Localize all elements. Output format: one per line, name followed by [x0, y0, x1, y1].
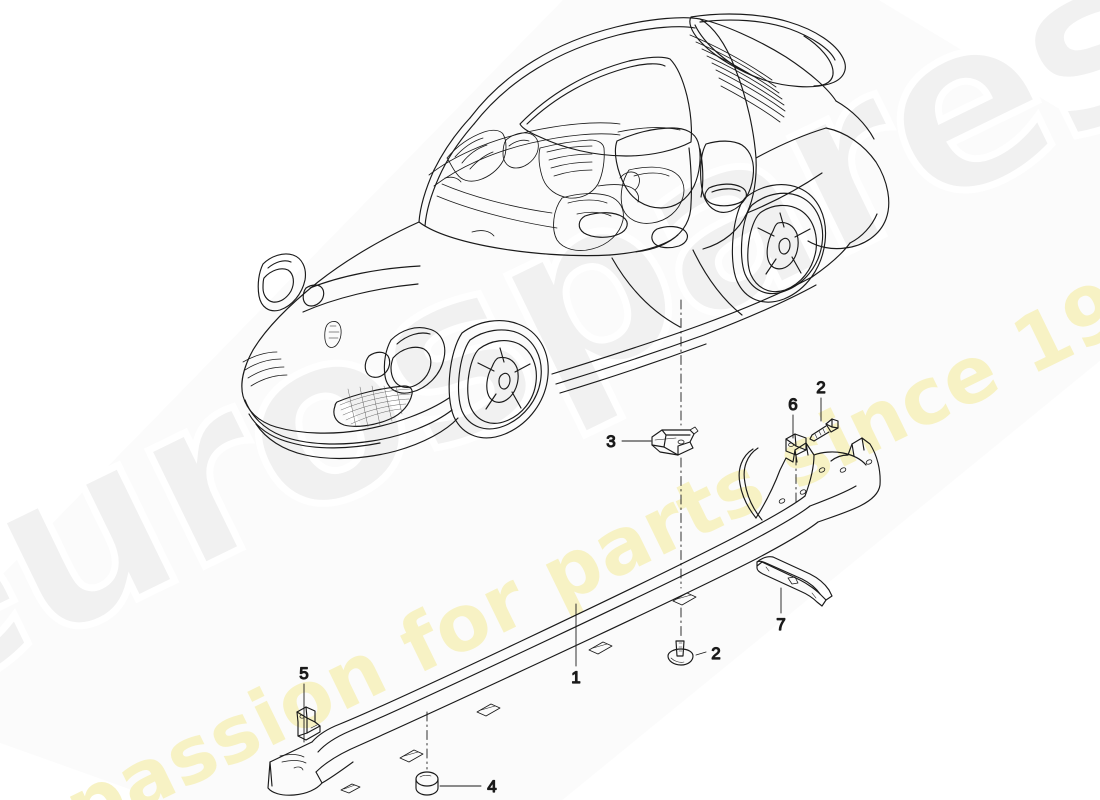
callout-3: 3: [606, 432, 615, 451]
callout-leader-lines: [303, 397, 822, 787]
engine-grille: [689, 34, 786, 123]
callout-1: 1: [571, 668, 580, 687]
part-3-retaining-bracket: [651, 426, 699, 456]
part-1-sill-panel: [267, 437, 881, 796]
callout-7: 7: [776, 615, 785, 634]
callout-6: 6: [788, 395, 797, 414]
interior-cutaway: [428, 122, 685, 253]
part-4-grommet: [415, 771, 439, 796]
roof-panel: [469, 17, 837, 250]
part-2b-screw: [667, 640, 694, 666]
body-outline: [241, 100, 890, 460]
sunroof: [519, 56, 692, 157]
watermark-tagline: a passion for parts since 1985: [0, 215, 1100, 800]
front-wheel: [467, 339, 537, 424]
alignment-leader-lines: [426, 299, 797, 770]
part-5-retaining-clip: [296, 706, 321, 741]
windshield: [418, 117, 692, 257]
watermark-brand: eurospares: [0, 0, 1100, 763]
callout-2-upper: 2: [816, 378, 825, 397]
side-windows: [614, 127, 755, 213]
part-6-clip-nut: [785, 433, 807, 456]
vehicle-illustration: [241, 13, 890, 460]
callout-2-lower: 2: [711, 644, 720, 663]
part-7-trim-strip: [756, 556, 833, 607]
rear-wheel: [747, 204, 817, 293]
rear-wing-spoiler: [689, 13, 846, 88]
callout-4: 4: [487, 777, 496, 796]
part-2a-screw: [809, 418, 839, 442]
sill-clip-pads: [340, 592, 697, 794]
callout-5: 5: [299, 664, 308, 683]
callout-numbers: 1 2 2 3 4 5 6 7: [299, 377, 827, 796]
